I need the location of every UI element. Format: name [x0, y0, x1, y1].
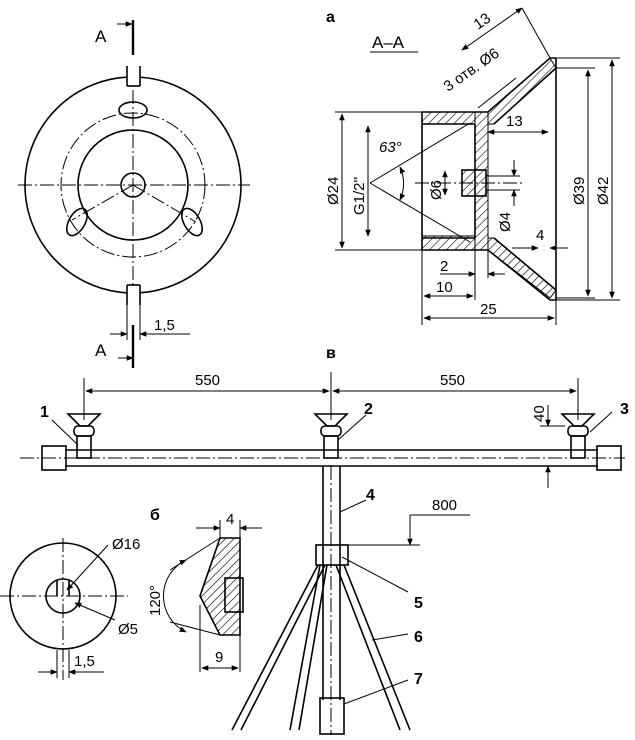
dim-w9: 9 — [215, 649, 223, 666]
dim-holes: 3 отв. Ø6 — [441, 45, 503, 95]
dim-d6: Ø6 — [428, 180, 445, 200]
sprinkler-1 — [66, 413, 102, 459]
end-cap-right — [596, 445, 622, 471]
view-label-a: а — [326, 9, 335, 26]
hole-top — [118, 101, 148, 119]
dim-s15: 1,5 — [74, 653, 95, 670]
dim-40: 40 — [531, 405, 548, 422]
dim-width-25: 25 — [480, 301, 497, 318]
dim-d39: Ø39 — [571, 177, 588, 205]
callout-4: 4 — [366, 487, 375, 504]
view-label-v: в — [326, 345, 336, 362]
callout-5: 5 — [414, 595, 423, 612]
dim-angle-63: 63° — [379, 139, 402, 156]
dim-g12: G1/2'' — [351, 177, 368, 215]
hole-right — [180, 207, 204, 237]
stake — [319, 697, 345, 735]
dim-d4: Ø4 — [497, 212, 514, 232]
sprinkler-3 — [560, 413, 596, 459]
dim-550-left: 550 — [195, 372, 220, 389]
callout-2: 2 — [364, 401, 373, 418]
sprinkler-2 — [313, 413, 349, 459]
section-arrow-top: A — [95, 27, 107, 46]
dim-width-4: 4 — [536, 227, 544, 244]
view-label-b: б — [150, 507, 160, 524]
dim-a120: 120° — [147, 585, 164, 616]
section-arrow-bottom: A — [95, 341, 107, 360]
dim-width-10: 10 — [436, 279, 453, 296]
dim-13-top: 13 — [471, 10, 494, 33]
hole-left — [65, 207, 89, 237]
dim-slot-width: 1,5 — [154, 317, 175, 334]
dim-550-right: 550 — [440, 372, 465, 389]
callout-3: 3 — [620, 401, 629, 418]
callout-6: 6 — [414, 629, 423, 646]
dim-d42: Ø42 — [595, 177, 612, 205]
dim-d24: Ø24 — [325, 177, 342, 205]
clamp — [315, 544, 349, 566]
dim-800: 800 — [432, 497, 457, 514]
callout-1: 1 — [40, 404, 49, 421]
dim-d16: Ø16 — [112, 536, 140, 553]
section-title: A–A — [372, 33, 405, 52]
dim-d5: Ø5 — [118, 621, 138, 638]
dim-w4: 4 — [226, 511, 234, 528]
view-b-nozzle: Ø16 Ø5 1,5 120° 4 9 — [0, 511, 262, 680]
callout-7: 7 — [414, 671, 423, 688]
view-v-assembly: 550 550 40 — [20, 372, 629, 735]
dim-13-mid: 13 — [506, 113, 523, 130]
dim-width-2: 2 — [440, 258, 448, 275]
view-a-front: A A 1,5 — [18, 20, 250, 368]
end-cap-left — [41, 445, 67, 471]
view-a-section: A–A 63° Ø24 G1/2'' Ø6 — [325, 7, 620, 325]
